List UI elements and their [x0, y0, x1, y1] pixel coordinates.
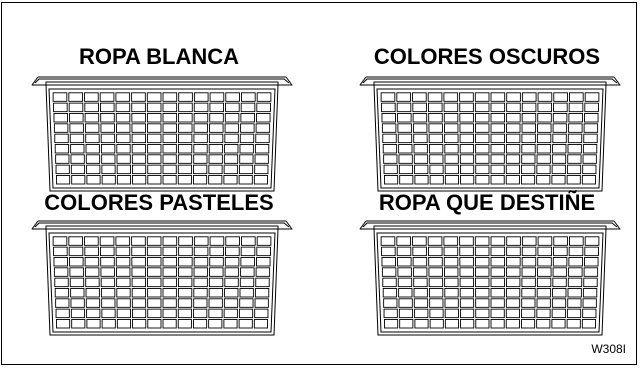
label-colores-oscuros: COLORES OSCUROS [373, 44, 601, 69]
laundry-basket-icon [358, 215, 622, 339]
diagram-frame: ROPA BLANCA COLORES OSCUROS COLORES PAST… [1, 2, 637, 365]
figure-code: W308I [591, 342, 626, 356]
label-ropa-blanca: ROPA BLANCA [78, 44, 240, 69]
laundry-basket-icon [30, 71, 294, 195]
label-colores-pasteles: COLORES PASTELES [44, 190, 274, 215]
laundry-basket-icon [358, 71, 622, 195]
label-ropa-que-destine: ROPA QUE DESTIÑE [378, 190, 596, 215]
laundry-basket-icon [30, 215, 294, 339]
